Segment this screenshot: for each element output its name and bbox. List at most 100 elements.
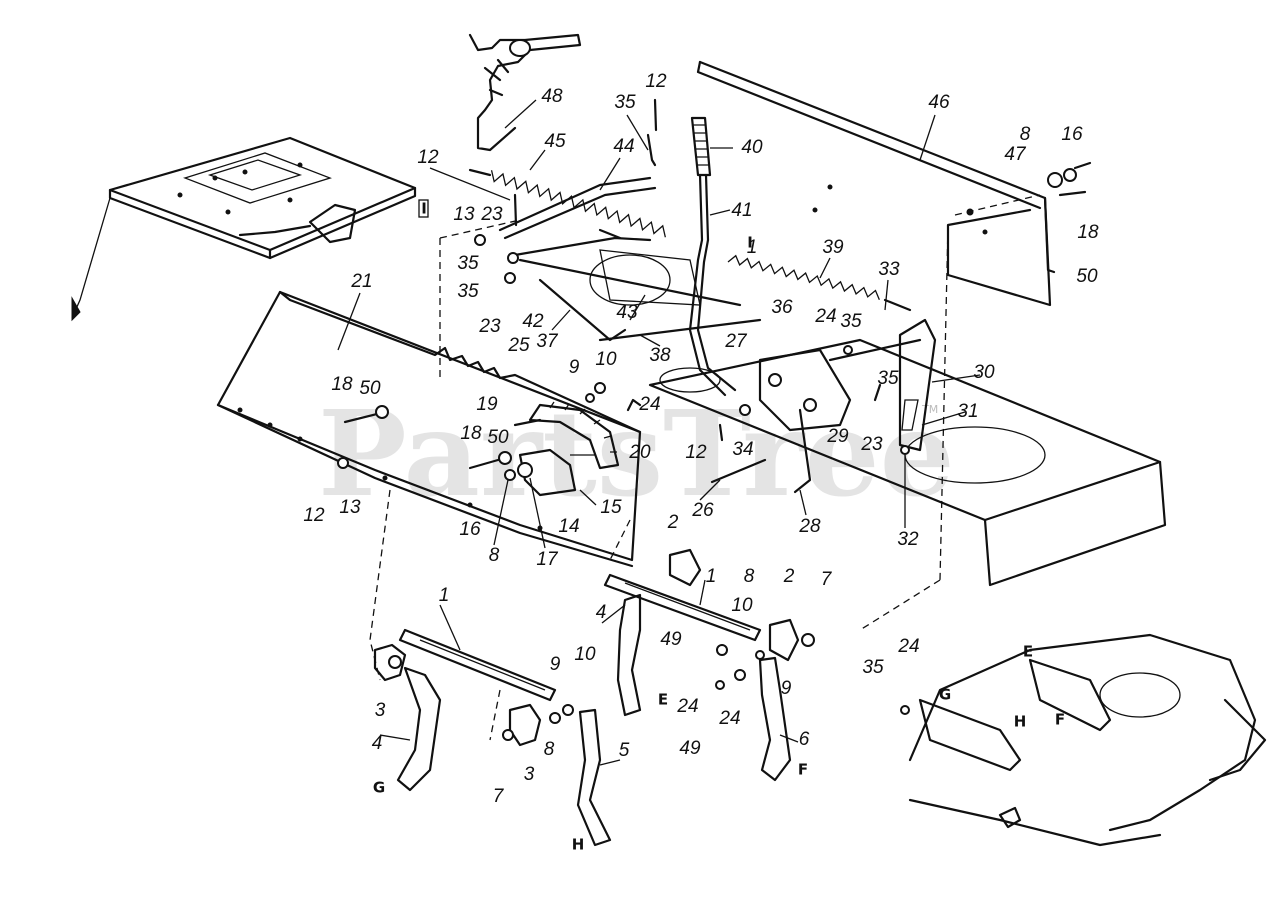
callout: 20 — [628, 442, 651, 463]
callout: 47 — [1004, 144, 1027, 165]
callout: 19 — [476, 394, 498, 415]
callout: 2 — [783, 566, 795, 587]
callout: 24 — [676, 696, 698, 717]
callout: 6 — [799, 729, 810, 750]
letter-marker-H: H — [1014, 713, 1027, 731]
callout: 10 — [595, 349, 617, 370]
callout: 23 — [478, 316, 501, 337]
callout: 12 — [303, 505, 325, 526]
callout: 1 — [439, 585, 450, 606]
callout: 18 — [1077, 222, 1099, 243]
callout: 17 — [536, 549, 559, 570]
callout: 18 — [331, 374, 353, 395]
callout: 36 — [771, 297, 793, 318]
callout: 38 — [649, 345, 671, 366]
callout: 12 — [417, 147, 439, 168]
callout: 44 — [613, 136, 634, 157]
callout: 2 — [667, 512, 679, 533]
callout: 9 — [550, 654, 561, 675]
callout: 50 — [359, 378, 381, 399]
callout: 12 — [685, 442, 707, 463]
lift-handle — [688, 116, 737, 397]
callout: 32 — [897, 529, 919, 550]
callout: 30 — [973, 362, 995, 383]
callout: 3 — [524, 764, 535, 785]
callout: 16 — [459, 519, 481, 540]
callout: 8 — [544, 739, 555, 760]
letter-marker-G: G — [939, 686, 951, 704]
lift-arm-left — [373, 628, 557, 792]
callout: 24 — [897, 636, 919, 657]
callout: 26 — [691, 500, 714, 521]
callout: 25 — [507, 335, 530, 356]
callout: 24 — [718, 708, 740, 729]
callout: 1 — [747, 237, 758, 258]
callout: 42 — [522, 311, 544, 332]
letter-marker-F: F — [798, 761, 808, 779]
callout: 18 — [460, 423, 482, 444]
callout: 7 — [493, 786, 505, 807]
spring-39 — [727, 254, 912, 312]
fender-plate — [216, 290, 642, 568]
callout: 9 — [569, 357, 580, 378]
callout: 34 — [732, 439, 753, 460]
callout: 24 — [638, 394, 660, 415]
callout: 29 — [826, 426, 849, 447]
callout: 5 — [619, 740, 630, 761]
letter-marker-E: E — [658, 691, 668, 709]
letter-marker-E: E — [1023, 643, 1033, 661]
callout: 33 — [878, 259, 900, 280]
callout: 10 — [574, 644, 596, 665]
callout: 35 — [840, 311, 862, 332]
callout: 31 — [957, 401, 978, 422]
callout: 50 — [1076, 266, 1098, 287]
lift-bracket — [828, 318, 937, 452]
callout: 15 — [600, 497, 622, 518]
callout: 8 — [489, 545, 500, 566]
callout: 35 — [457, 253, 479, 274]
callout: 35 — [457, 281, 479, 302]
watermark-trademark: TM — [921, 403, 938, 416]
callout: 28 — [798, 516, 821, 537]
callout: 49 — [660, 629, 682, 650]
letter-marker-G: G — [373, 779, 385, 797]
callout: 43 — [616, 302, 638, 323]
spring-45 — [468, 168, 666, 240]
callout: 48 — [541, 86, 563, 107]
mower-deck — [908, 633, 1267, 847]
callout: 4 — [596, 602, 607, 623]
callout: 8 — [744, 566, 755, 587]
seat-pan-plate — [71, 136, 417, 322]
callout: 12 — [645, 71, 667, 92]
callout: 10 — [731, 595, 753, 616]
lift-arm-center — [508, 548, 762, 847]
letter-marker-I: I — [747, 234, 753, 252]
lift-rods — [498, 176, 762, 342]
callout: 35 — [614, 92, 636, 113]
letter-marker-box — [418, 199, 429, 218]
callout: 13 — [339, 497, 361, 518]
callout: 8 — [1020, 124, 1031, 145]
callout: 13 — [453, 204, 475, 225]
callout: 14 — [558, 516, 579, 537]
callout: 49 — [679, 738, 701, 759]
pivot-plate — [710, 348, 852, 494]
letter-marker-H: H — [572, 836, 585, 854]
callout: 41 — [731, 200, 752, 221]
rear-panel — [696, 60, 1056, 307]
callout: 40 — [741, 137, 763, 158]
letter-marker-F: F — [1055, 711, 1065, 729]
callout: 27 — [724, 331, 748, 352]
hardware-bolts — [337, 98, 1092, 741]
callout: 23 — [860, 434, 883, 455]
lift-arm-right — [715, 618, 815, 782]
callout: 37 — [536, 331, 559, 352]
callout: 16 — [1061, 124, 1083, 145]
callout: 7 — [821, 569, 833, 590]
callout: 50 — [487, 427, 509, 448]
callout: 21 — [350, 271, 372, 292]
callout: 4 — [372, 733, 383, 754]
callout: 35 — [877, 368, 899, 389]
transmission-shift-assembly — [468, 33, 582, 152]
